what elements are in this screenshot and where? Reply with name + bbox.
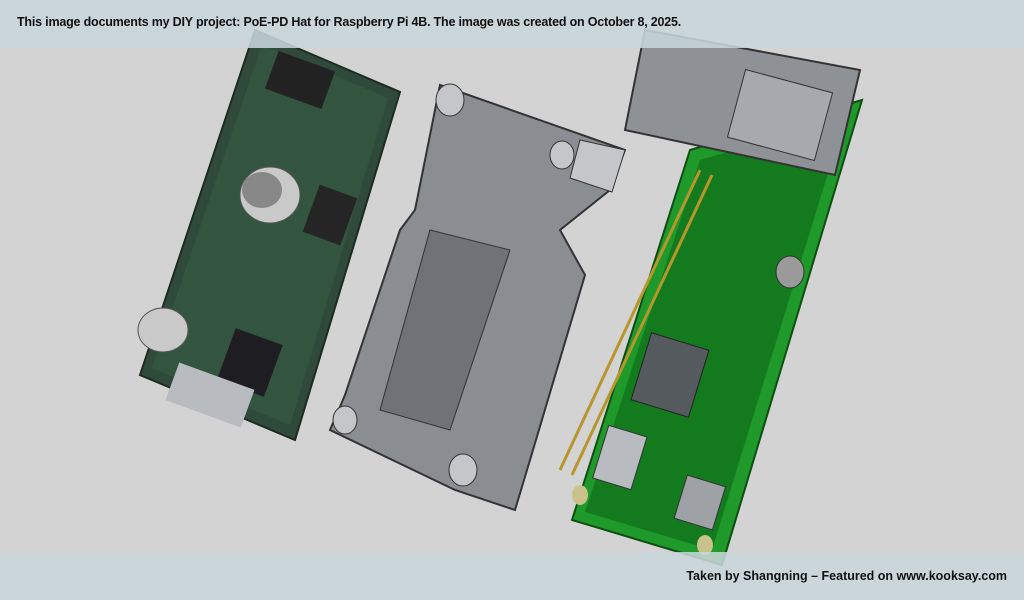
image-caption: This image documents my DIY project: PoE…	[17, 15, 682, 29]
raspberry-pi-board	[558, 28, 864, 567]
image-credit: Taken by Shangning – Featured on www.koo…	[686, 569, 1007, 583]
bottom-credit-banner: Taken by Shangning – Featured on www.koo…	[0, 552, 1024, 600]
heatsink	[328, 83, 627, 512]
top-caption-banner: This image documents my DIY project: PoE…	[0, 0, 1024, 48]
poe-hat-board	[137, 28, 402, 442]
